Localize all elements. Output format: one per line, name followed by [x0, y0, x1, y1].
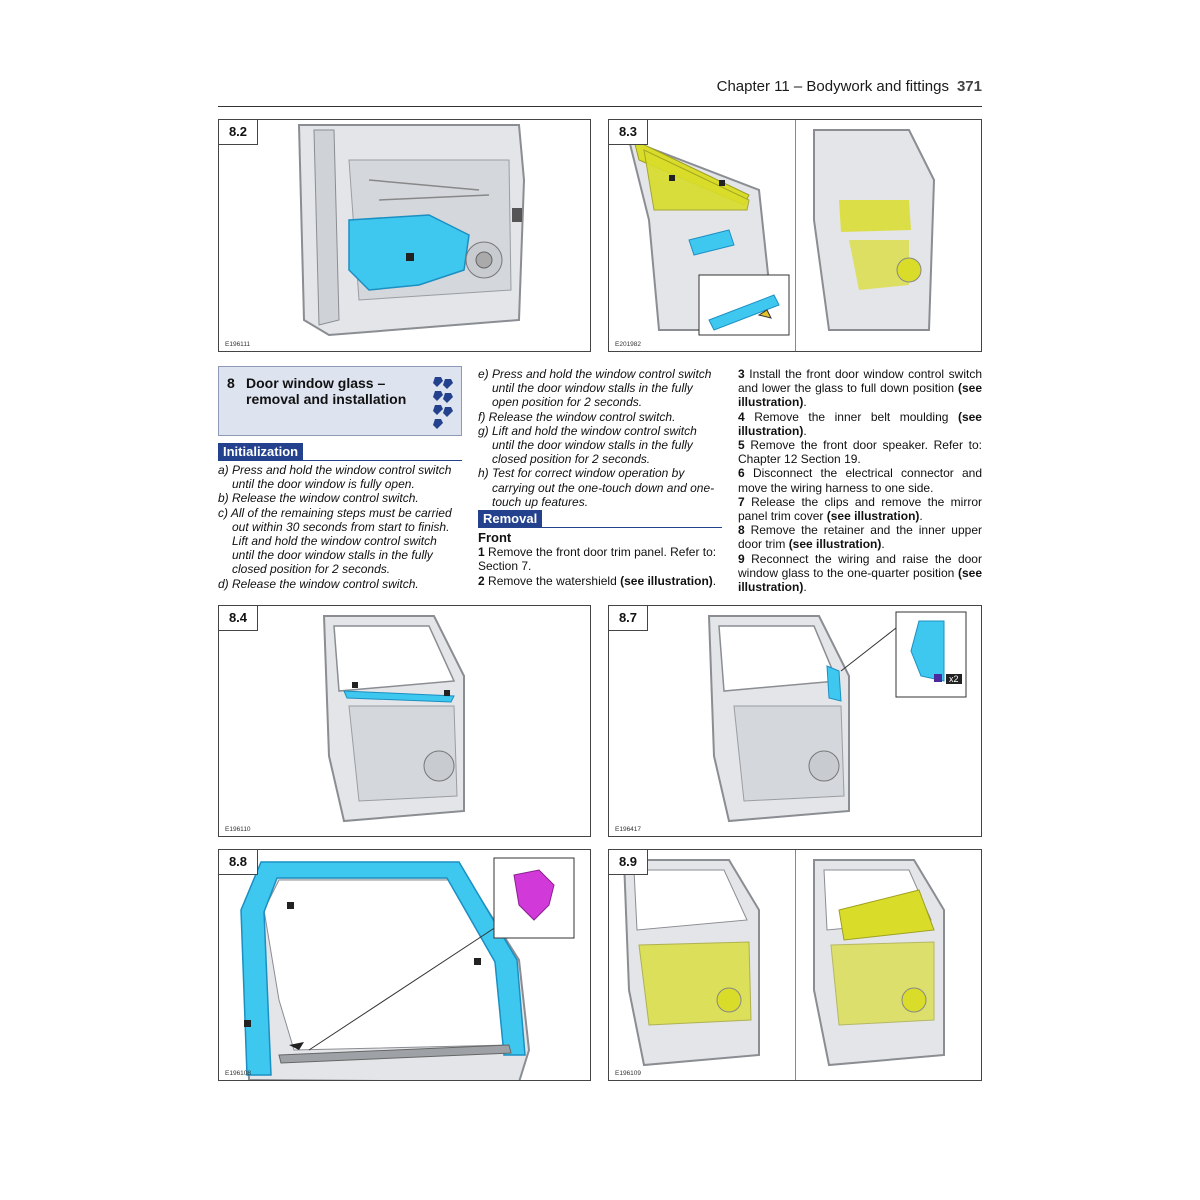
figure-8-8: 8.8 E196108: [218, 849, 591, 1081]
step-9: 9 Reconnect the wiring and raise the doo…: [738, 551, 982, 595]
figure-8-2: 8.2 E196111: [218, 119, 591, 352]
door-belt-moulding-illustration: [627, 129, 936, 336]
chapter-title: Chapter 11 – Bodywork and fittings: [716, 78, 949, 95]
front-subheading: Front: [478, 530, 512, 545]
figure-label: 8.2: [219, 120, 258, 145]
step-4: 4 Remove the inner belt moulding (see il…: [738, 409, 982, 438]
column-3: 3 Install the front door window control …: [738, 367, 982, 594]
step-6: 6 Disconnect the electrical connector an…: [738, 466, 982, 495]
door-upper-trim-illustration: [240, 857, 575, 1080]
heading-underline: [218, 460, 462, 461]
figure-code: E196111: [225, 341, 251, 348]
step-2: 2 Remove the watershield (see illustrati…: [478, 573, 717, 588]
column-2-steps: Front 1 Remove the front door trim panel…: [478, 530, 722, 588]
door-inner-belt-illustration: [322, 615, 465, 823]
figure-8-3: 8.3 E201982: [608, 119, 982, 352]
door-mirror-trim-illustration: [707, 611, 967, 823]
header-rule: [218, 106, 982, 107]
section-title: Door window glass – removal and installa…: [246, 375, 407, 407]
page-header: Chapter 11 – Bodywork and fittings 371: [218, 78, 982, 106]
figure-8-7: 8.7 x2 E196417: [608, 605, 982, 837]
step-h: h) Test for correct window operation by …: [478, 466, 715, 509]
step-3: 3 Install the front door window control …: [738, 367, 982, 410]
step-1: 1 Remove the front door trim panel. Refe…: [478, 545, 717, 574]
figure-code: E196110: [225, 826, 251, 833]
step-d: d) Release the window control switch.: [218, 576, 419, 591]
column-2: e) Press and hold the window control swi…: [478, 367, 722, 509]
figure-8-9: 8.9 E196109: [608, 849, 982, 1081]
door-window-glass-illustration: [622, 859, 945, 1067]
figure-label: 8.8: [219, 850, 258, 875]
figure-label: 8.4: [219, 606, 258, 631]
initialization-heading: Initialization: [218, 443, 304, 461]
heading-underline: [478, 527, 722, 528]
wrench-difficulty-icon: [433, 377, 453, 429]
figure-label: 8.3: [609, 120, 648, 145]
step-7: 7 Release the clips and remove the mirro…: [738, 494, 982, 524]
figure-code: E196108: [225, 1070, 252, 1077]
quantity-badge: x2: [946, 674, 962, 684]
figure-code: E196109: [615, 1070, 642, 1077]
removal-heading: Removal: [478, 510, 543, 528]
step-e: e) Press and hold the window control swi…: [478, 367, 712, 410]
figure-code: E201982: [615, 341, 642, 348]
step-8: 8 Remove the retainer and the inner uppe…: [738, 523, 982, 552]
column-1: a) Press and hold the window control swi…: [218, 463, 462, 591]
step-5: 5 Remove the front door speaker. Refer t…: [738, 438, 982, 467]
page-number: 371: [956, 78, 982, 95]
figure-8-4: 8.4 E196110: [218, 605, 591, 837]
step-c: c) All of the remaining steps must be ca…: [218, 505, 452, 577]
step-g: g) Lift and hold the window control swit…: [478, 423, 697, 467]
figure-divider: [795, 850, 796, 1080]
section-number: 8: [227, 375, 235, 391]
figure-label: 8.7: [609, 606, 648, 631]
section-header-box: 8 Door window glass – removal and instal…: [218, 366, 462, 436]
figure-divider: [795, 120, 796, 351]
door-watershield-illustration: [297, 124, 526, 337]
step-b: b) Release the window control switch.: [218, 491, 419, 506]
step-f: f) Release the window control switch.: [478, 409, 676, 424]
figure-label: 8.9: [609, 850, 648, 875]
figure-code: E196417: [615, 826, 642, 833]
step-a: a) Press and hold the window control swi…: [218, 463, 452, 492]
